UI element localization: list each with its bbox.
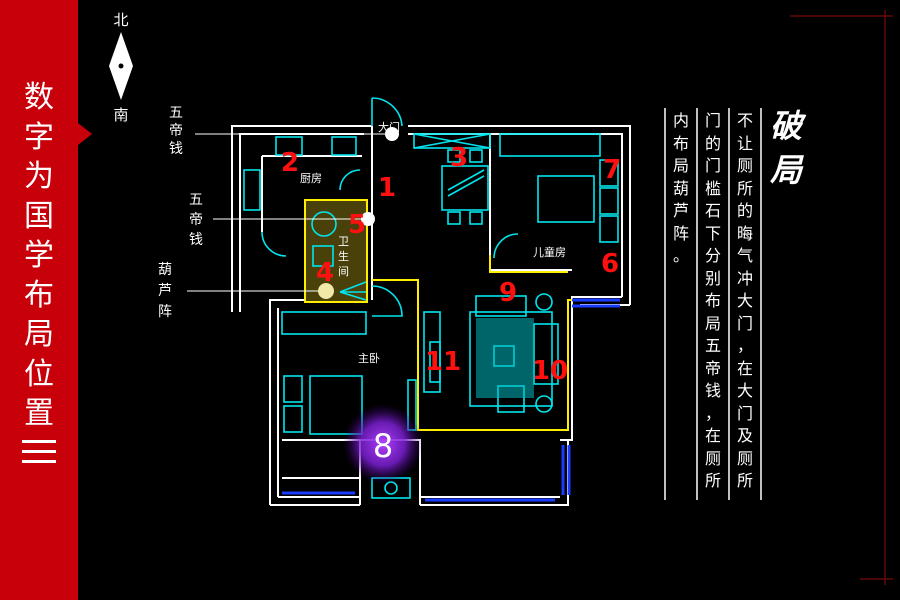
- room-label-master: 主卧: [358, 352, 380, 365]
- bathroom-door-dot: [361, 212, 375, 226]
- marker-5: 5: [348, 210, 366, 240]
- room-label-kids: 儿童房: [533, 245, 566, 259]
- marker-4: 4: [316, 258, 334, 288]
- marker-10: 10: [532, 356, 568, 386]
- compass: 北 南: [109, 11, 133, 124]
- marker-3: 3: [450, 143, 468, 173]
- marker-1: 1: [378, 173, 396, 203]
- sidebar-title-char: 为: [24, 159, 54, 194]
- sidebar-title-char: 局: [24, 317, 54, 352]
- panel-column-2: 门 的 门 槛 石 下 分 别 布 局 五 帝 钱 ， 在 厕 所: [704, 111, 721, 490]
- compass-south: 南: [113, 106, 128, 124]
- panel-column-3: 内 布 局 葫 芦 阵 。: [672, 111, 689, 265]
- room-label-main-door: 大门: [378, 120, 400, 134]
- panel-column-1: 不 让 厕 所 的 晦 气 冲 大 门 ， 在 大 门 及 厕 所: [736, 111, 753, 490]
- door-dot: [385, 127, 399, 141]
- callout-wudi-top: 五 帝 钱: [169, 105, 183, 157]
- sidebar-pointer: [78, 123, 92, 145]
- frame-decor: [790, 10, 893, 585]
- fixtures: [243, 97, 619, 499]
- room-label-bath-3: 间: [338, 265, 349, 278]
- spot-8-glow: [343, 404, 423, 484]
- marker-8: 8: [373, 427, 393, 465]
- room-label-kitchen: 厨房: [300, 172, 322, 185]
- rug: [476, 318, 534, 398]
- sidebar-title-char: 学: [24, 238, 54, 273]
- sidebar-title-char: 字: [24, 119, 54, 155]
- section-number-three: [22, 440, 56, 470]
- marker-11: 11: [425, 347, 461, 377]
- marker-6: 6: [601, 249, 619, 279]
- callout-lines: [187, 133, 392, 292]
- sidebar-title-char: 位: [24, 356, 54, 392]
- marker-7: 7: [603, 155, 621, 185]
- marker-2: 2: [281, 148, 299, 178]
- hulu-dot: [318, 283, 334, 299]
- sidebar: [0, 0, 78, 600]
- windows: [282, 298, 620, 502]
- sidebar-title: 数 字 为 国 学 布 局 位 置: [0, 78, 78, 434]
- compass-north: 北: [113, 11, 128, 29]
- room-label-bath-2: 生: [338, 249, 349, 263]
- room-label-bath-1: 卫: [338, 235, 349, 248]
- sidebar-title-char: 数: [24, 80, 54, 115]
- callout-hulu: 葫 芦 阵: [158, 262, 172, 320]
- callout-wudi-mid: 五 帝 钱: [189, 192, 203, 248]
- panel-heading: 破 局: [769, 107, 802, 189]
- sidebar-title-char: 置: [24, 396, 54, 431]
- living-room-outline: [372, 255, 572, 431]
- marker-9: 9: [499, 278, 517, 308]
- sidebar-title-char: 布: [24, 277, 54, 313]
- panel-rules: [664, 108, 762, 500]
- sidebar-title-char: 国: [24, 198, 54, 234]
